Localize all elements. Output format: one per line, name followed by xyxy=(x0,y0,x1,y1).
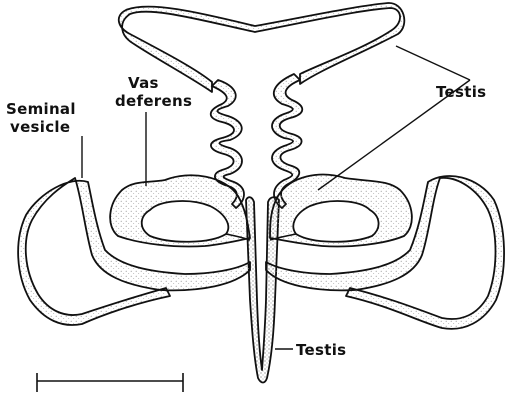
scale-bar xyxy=(37,373,183,392)
vas-deferens-label-line2: deferens xyxy=(115,92,192,110)
left-vas-deferens-loop xyxy=(110,175,250,246)
testis-upper-leader-1 xyxy=(396,46,470,80)
upper-testis-arc xyxy=(119,3,405,92)
vas-deferens-label: Vas xyxy=(128,74,159,92)
seminal-vesicle-label: Seminal xyxy=(6,100,76,118)
testis-lower-label: Testis xyxy=(296,341,346,359)
seminal-vesicle-label-line2: vesicle xyxy=(10,118,70,136)
right-vas-deferens-loop xyxy=(270,175,412,247)
testis-upper-label: Testis xyxy=(436,83,486,101)
